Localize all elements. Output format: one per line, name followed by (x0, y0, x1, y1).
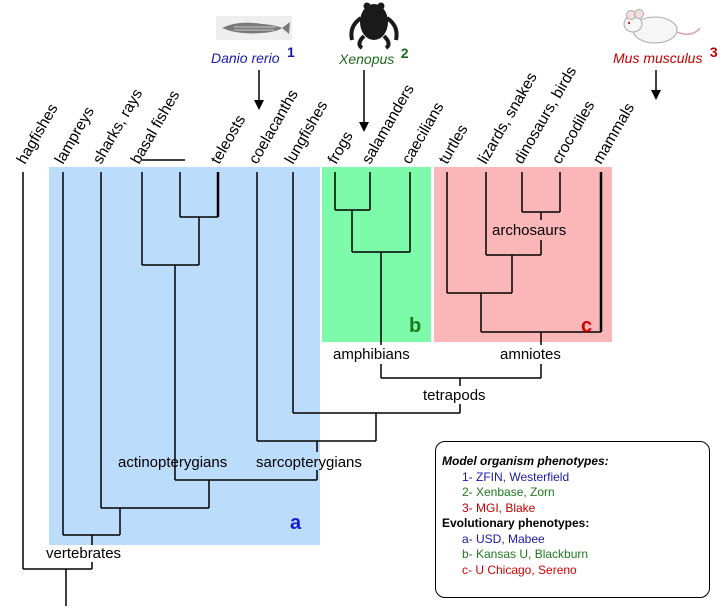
arrowheads (254, 90, 661, 132)
legend-model-title: Model organism phenotypes: (442, 454, 609, 468)
taxon-label-mammals: mammals (590, 100, 638, 167)
taxon-label-frogs: frogs (325, 128, 357, 167)
arrowhead-danio (254, 100, 264, 110)
legend-evo-title: Evolutionary phenotypes: (442, 516, 590, 530)
panel-letter-c: c (581, 315, 592, 337)
clade-label-amphibians: amphibians (333, 346, 410, 363)
arrowhead-xenopus (359, 122, 369, 132)
organism-num-xenopus: 2 (401, 45, 409, 61)
clade-label-sarcopterygians: sarcopterygians (256, 454, 362, 471)
arrowhead-mus (651, 90, 661, 100)
organism-num-danio: 1 (287, 44, 295, 60)
organism-num-mus: 3 (710, 44, 718, 60)
clade-label-vertebrates: vertebrates (46, 545, 121, 562)
organism-name-xenopus: Xenopus (338, 51, 394, 67)
organism-name-mus: Mus musculus (613, 50, 702, 66)
panel-letter-a: a (290, 512, 302, 534)
legend-evo-item-c: c- U Chicago, Sereno (462, 562, 577, 577)
panel-b (322, 167, 431, 342)
legend-model-item-3: 3- MGI, Blake (462, 500, 536, 515)
legend-evo-item-a: a- USD, Mabee (462, 531, 545, 546)
organism-label-mus: Mus musculus 3 (613, 44, 718, 67)
taxon-label-turtles: turtles (436, 122, 472, 167)
clade-label-actinopterygians: actinopterygians (118, 454, 227, 471)
clade-label-amniotes: amniotes (500, 346, 561, 363)
taxon-label-teleosts: teleosts (208, 112, 250, 167)
organism-label-xenopus: Xenopus 2 (338, 45, 409, 68)
organism-label-danio: Danio rerio 1 (211, 44, 295, 67)
organism-name-danio: Danio rerio (211, 50, 280, 66)
zebrafish-icon (216, 16, 292, 40)
legend-model-item-1: 1- ZFIN, Westerfield (462, 469, 570, 484)
legend-evo-item-b: b- Kansas U, Blackburn (462, 547, 589, 561)
clade-label-tetrapods: tetrapods (423, 387, 486, 404)
panel-a (49, 167, 320, 545)
tree-branches (22, 159, 603, 606)
clade-label-archosaurs: archosaurs (492, 222, 566, 239)
frog-icon (349, 2, 399, 50)
panel-letter-b: b (409, 315, 421, 337)
legend-model-item-2: 2- Xenbase, Zorn (462, 485, 555, 499)
legend-box: Model organism phenotypes: 1- ZFIN, West… (435, 441, 710, 598)
mouse-icon (623, 9, 701, 44)
